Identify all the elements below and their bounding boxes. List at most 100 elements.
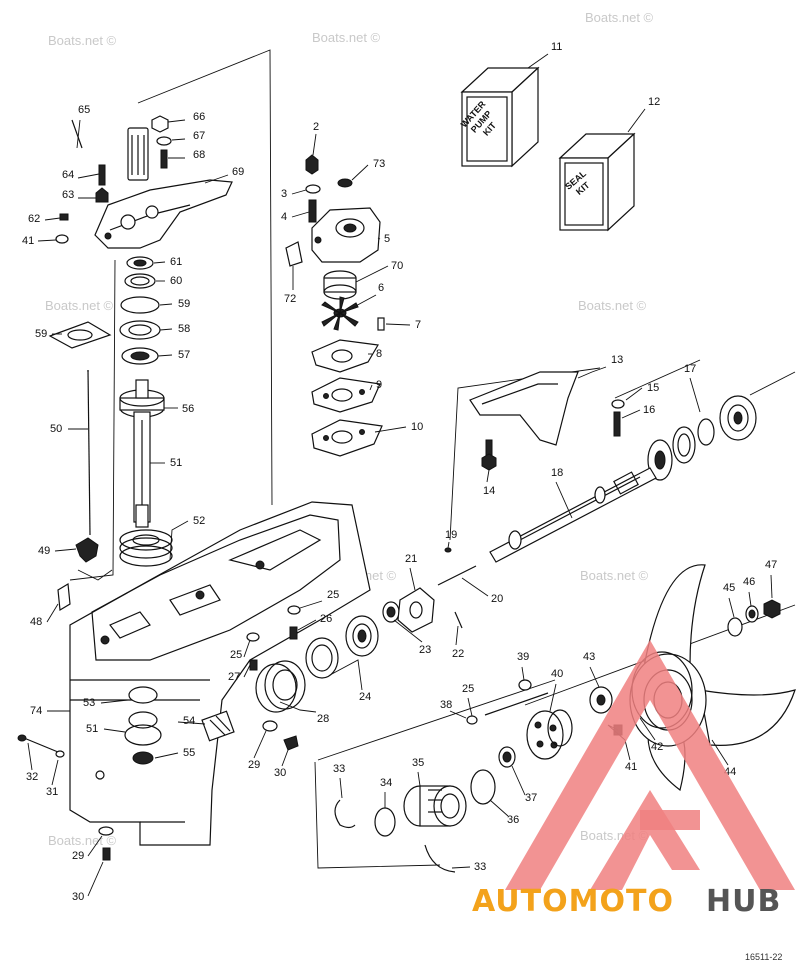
watermark-text: Boats.net © <box>45 298 114 313</box>
part-callout-35: 35 <box>412 757 424 769</box>
part-callout-14: 14 <box>483 485 495 497</box>
part-callout-64: 64 <box>62 169 74 181</box>
part-callout-52: 52 <box>193 515 205 527</box>
part-callout-74: 74 <box>30 705 42 717</box>
drive-shaft-bearing-housing <box>55 115 233 249</box>
callout-leader-lines <box>27 53 773 897</box>
part-callout-15: 15 <box>647 382 659 394</box>
part-callout-24: 24 <box>359 691 371 703</box>
part-callout-11: 11 <box>551 41 562 53</box>
part-callout-68: 68 <box>193 149 205 161</box>
part-callout-25: 25 <box>462 683 474 695</box>
part-callout-56: 56 <box>182 403 194 415</box>
part-callout-33: 33 <box>333 763 345 775</box>
part-callout-37: 37 <box>525 792 537 804</box>
part-callout-43: 43 <box>583 651 595 663</box>
part-callout-29: 29 <box>248 759 260 771</box>
part-callout-18: 18 <box>551 467 563 479</box>
part-callout-73: 73 <box>373 158 385 170</box>
part-callout-22: 22 <box>452 648 464 660</box>
part-callout-42: 42 <box>651 741 663 753</box>
part-callout-57: 57 <box>178 349 190 361</box>
part-callout-38: 38 <box>440 699 452 711</box>
part-callout-29: 29 <box>72 850 84 862</box>
part-callout-23: 23 <box>419 644 431 656</box>
logo-text-hub: HUB <box>706 884 781 919</box>
part-callout-27: 27 <box>228 671 240 683</box>
part-callout-7: 7 <box>415 319 421 331</box>
part-callout-4: 4 <box>281 211 287 223</box>
part-callout-72: 72 <box>284 293 296 305</box>
part-callout-6: 6 <box>378 282 384 294</box>
part-callout-20: 20 <box>491 593 503 605</box>
part-callout-41: 41 <box>625 761 637 773</box>
part-callout-46: 46 <box>743 576 755 588</box>
part-callout-48: 48 <box>30 616 42 628</box>
watermark-text: Boats.net © <box>48 33 117 48</box>
part-callout-9: 9 <box>376 379 382 391</box>
gear-housing <box>69 501 371 846</box>
logo-triangle <box>505 640 795 890</box>
propeller-shaft-bearings <box>647 395 757 481</box>
part-callout-50: 50 <box>50 423 62 435</box>
watermark-text: Boats.net © <box>578 298 647 313</box>
part-callout-40: 40 <box>551 668 563 680</box>
part-callout-65: 65 <box>78 104 90 116</box>
part-callout-25: 25 <box>230 649 242 661</box>
part-callout-28: 28 <box>317 713 329 725</box>
logo-text-automoto: AUTOMOTO <box>472 884 674 919</box>
part-callout-10: 10 <box>411 421 423 433</box>
part-callout-66: 66 <box>193 111 205 123</box>
watermark-text: Boats.net © <box>48 833 117 848</box>
automotohub-logo: AUTOMOTO HUB <box>472 640 795 919</box>
water-pump-assembly <box>285 154 385 457</box>
watermark-text: Boats.net © <box>585 10 654 25</box>
part-callout-47: 47 <box>765 559 777 571</box>
part-callout-13: 13 <box>611 354 623 366</box>
part-callout-21: 21 <box>405 553 417 565</box>
watermark-text: Boats.net © <box>580 568 649 583</box>
part-callout-2: 2 <box>313 121 319 133</box>
housing-fasteners <box>17 720 299 861</box>
propeller-shaft <box>489 467 657 563</box>
part-callout-51: 51 <box>170 457 182 469</box>
water-pump-kit-box: WATERPUMPKIT <box>459 66 540 168</box>
part-callout-12: 12 <box>648 96 660 108</box>
part-callout-33: 33 <box>474 861 486 873</box>
part-callout-54: 54 <box>183 715 195 727</box>
part-callout-59: 59 <box>178 298 190 310</box>
part-callout-63: 63 <box>62 189 74 201</box>
part-callout-26: 26 <box>320 613 332 625</box>
shift-rod-assembly <box>57 369 99 612</box>
trim-tab-anode <box>469 371 625 471</box>
part-callout-59: 59 <box>35 328 47 340</box>
part-callout-51: 51 <box>86 723 98 735</box>
seal-kit-box: SEALKIT <box>558 132 636 232</box>
part-callout-58: 58 <box>178 323 190 335</box>
part-callout-69: 69 <box>232 166 244 178</box>
part-callout-61: 61 <box>170 256 182 268</box>
part-callout-17: 17 <box>684 363 696 375</box>
seal-and-bearing-stack <box>48 256 173 567</box>
part-callout-8: 8 <box>376 348 382 360</box>
part-callout-19: 19 <box>445 529 457 541</box>
part-callout-67: 67 <box>193 130 205 142</box>
part-callout-16: 16 <box>643 404 655 416</box>
part-callout-41: 41 <box>22 235 34 247</box>
forward-gear-group <box>246 547 477 713</box>
part-callout-60: 60 <box>170 275 182 287</box>
part-callout-45: 45 <box>723 582 735 594</box>
watermark-text: Boats.net © <box>312 30 381 45</box>
part-callout-5: 5 <box>384 233 390 245</box>
part-callout-70: 70 <box>391 260 403 272</box>
bearing-carrier-group <box>334 679 644 873</box>
part-callout-34: 34 <box>380 777 392 789</box>
part-callout-30: 30 <box>274 767 286 779</box>
part-callout-53: 53 <box>83 697 95 709</box>
part-callout-25: 25 <box>327 589 339 601</box>
part-callout-36: 36 <box>507 814 519 826</box>
part-callout-62: 62 <box>28 213 40 225</box>
diagram-code: 16511-22 <box>745 952 782 962</box>
